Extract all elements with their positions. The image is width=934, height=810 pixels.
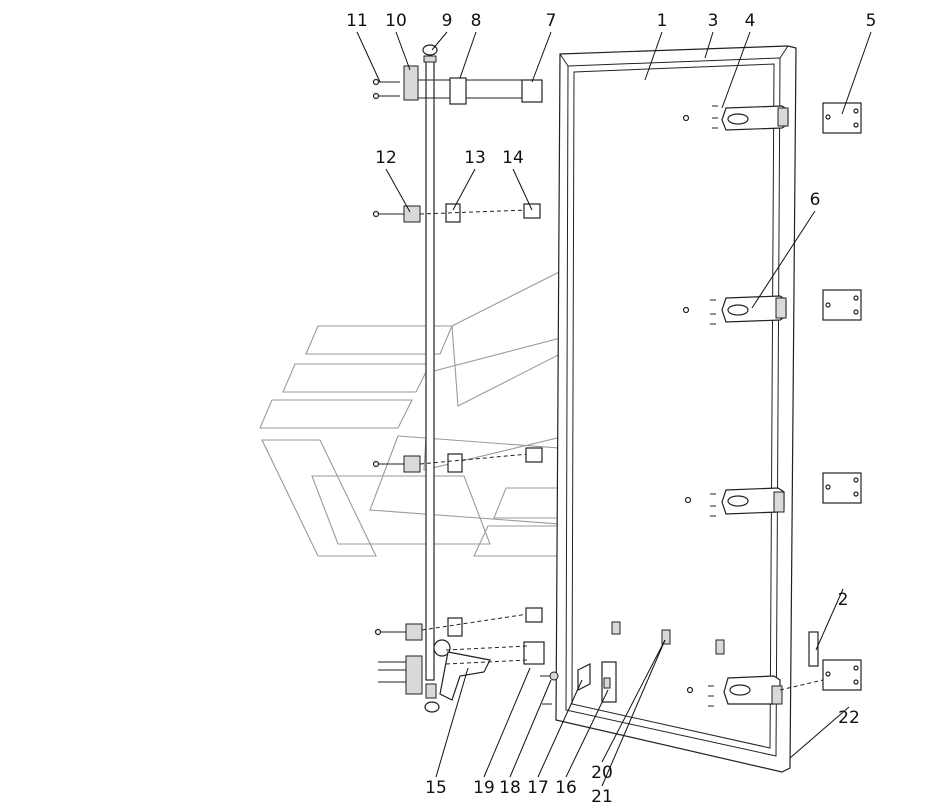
callout-4: 4 <box>745 11 756 31</box>
callout-1: 1 <box>657 11 668 31</box>
leader-line-10 <box>395 31 411 71</box>
callout-13: 13 <box>464 148 486 168</box>
door-panel <box>555 45 797 773</box>
leader-line-20 <box>601 639 666 763</box>
callout-21: 21 <box>591 787 613 807</box>
leader-line-8 <box>459 31 477 79</box>
callout-9: 9 <box>442 11 453 31</box>
leader-line-11 <box>356 31 381 83</box>
callout-5: 5 <box>866 11 877 31</box>
leader-line-22 <box>789 706 850 759</box>
callout-11: 11 <box>346 11 368 31</box>
rod-guide-2 <box>372 447 543 473</box>
handle-assembly <box>378 621 725 705</box>
rod-guide-1 <box>372 203 541 223</box>
callout-10: 10 <box>385 11 407 31</box>
hinge-plates <box>779 102 862 691</box>
callout-8: 8 <box>471 11 482 31</box>
leader-line-1 <box>644 31 663 81</box>
callout-2: 2 <box>838 590 849 610</box>
door-hinge-upper-middle <box>682 295 787 325</box>
callout-15: 15 <box>425 778 447 798</box>
callout-20: 20 <box>591 763 613 783</box>
locking-rod <box>422 44 440 713</box>
rod-guide-3 <box>374 607 543 641</box>
callout-3: 3 <box>708 11 719 31</box>
callout-22: 22 <box>838 708 860 728</box>
leader-line-21 <box>601 639 666 787</box>
callout-19: 19 <box>473 778 495 798</box>
leader-line-6 <box>751 210 816 309</box>
leader-line-12 <box>385 168 411 213</box>
upper-rod-guide <box>372 65 543 105</box>
leader-line-9 <box>431 31 448 51</box>
leader-line-14 <box>512 168 533 211</box>
leader-line-17 <box>537 679 583 778</box>
leader-line-13 <box>452 168 476 211</box>
door-hinge-top <box>682 105 789 131</box>
leader-line-16 <box>565 689 609 778</box>
leader-line-7 <box>531 31 552 83</box>
leader-line-2 <box>815 588 844 651</box>
leader-line-15 <box>435 667 469 778</box>
door-hinge-bottom <box>686 675 783 707</box>
callout-18: 18 <box>499 778 521 798</box>
callout-7: 7 <box>546 11 557 31</box>
door-hinge-lower-middle <box>684 487 785 517</box>
callout-6: 6 <box>810 190 821 210</box>
leader-line-4 <box>721 31 751 109</box>
leader-line-3 <box>704 31 714 59</box>
callout-17: 17 <box>527 778 549 798</box>
callout-14: 14 <box>502 148 524 168</box>
leader-line-5 <box>841 31 872 115</box>
leader-line-19 <box>483 667 531 778</box>
callout-12: 12 <box>375 148 397 168</box>
leader-line-18 <box>509 679 552 778</box>
callout-16: 16 <box>555 778 577 798</box>
